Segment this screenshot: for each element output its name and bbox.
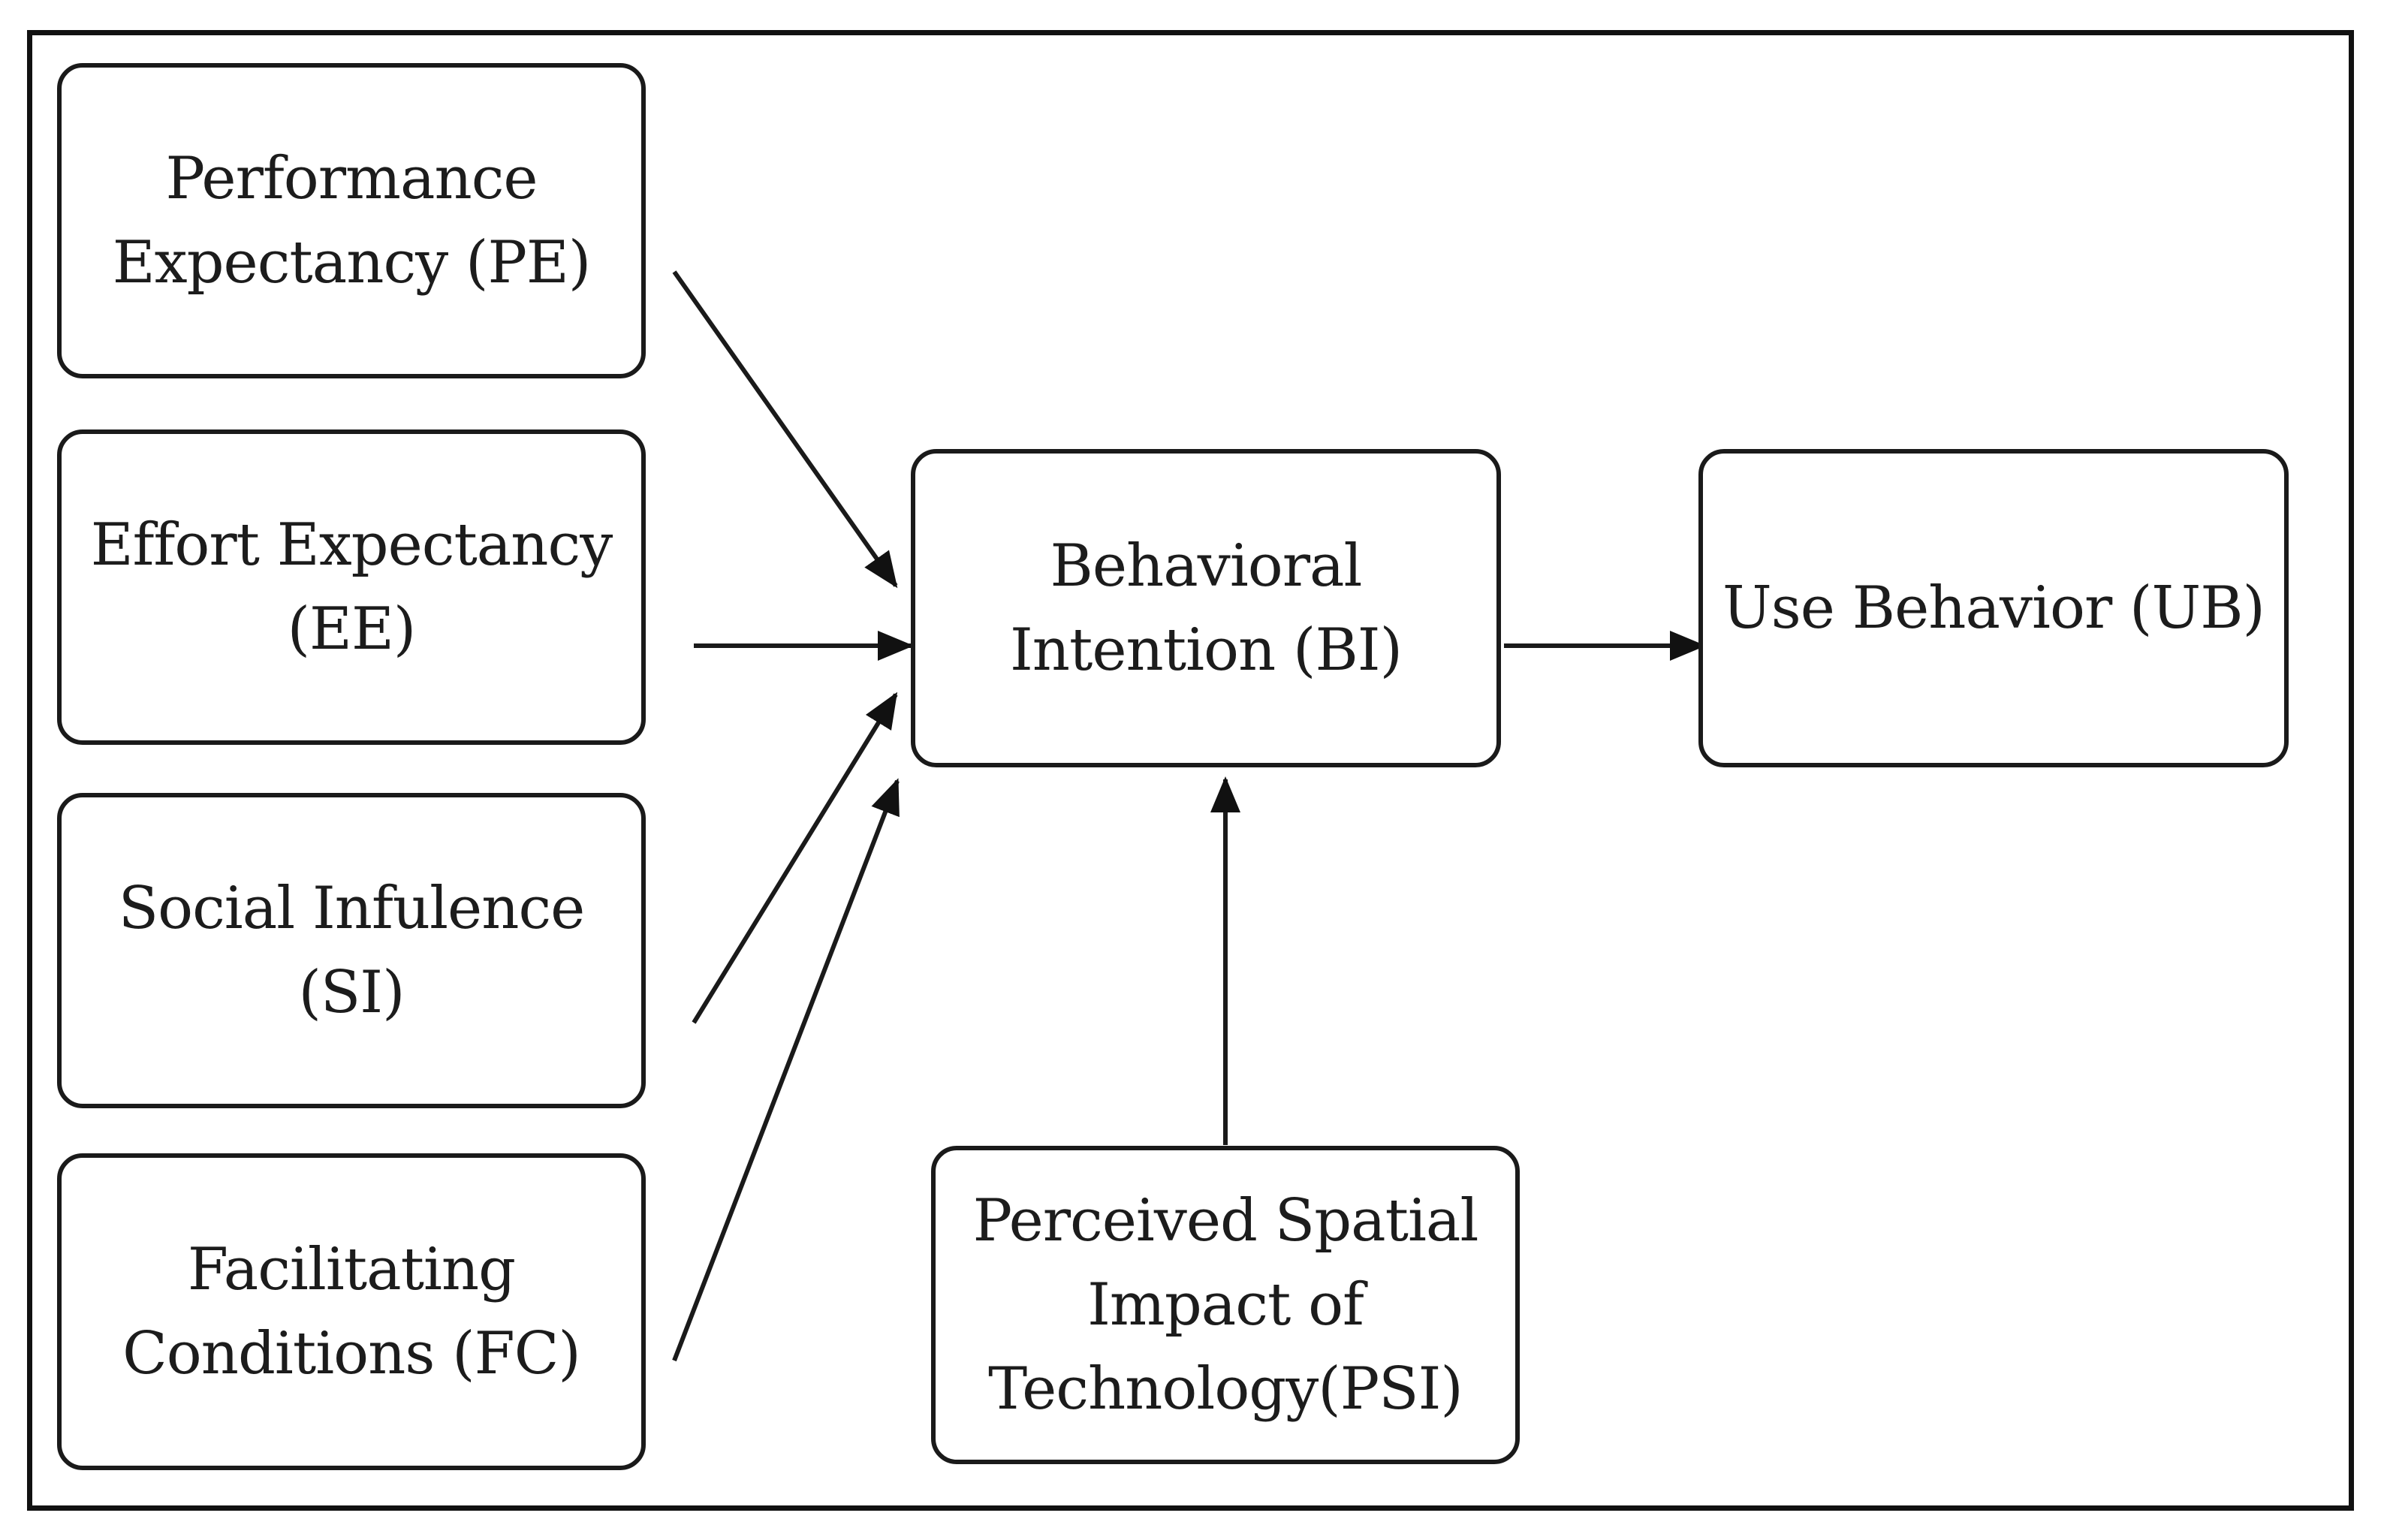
node-facilitating-conditions: Facilitating Conditions (FC) — [57, 1153, 646, 1470]
node-label: Social Infulence (SI) — [118, 875, 586, 1026]
node-label: Behavioral Intention (BI) — [1009, 532, 1403, 684]
node-label: Performance Expectancy (PE) — [112, 145, 592, 297]
node-label: Use Behavior (UB) — [1722, 574, 2265, 642]
node-effort-expectancy: Effort Expectancy (EE) — [57, 429, 646, 745]
node-use-behavior: Use Behavior (UB) — [1698, 449, 2289, 767]
node-social-influence: Social Infulence (SI) — [57, 793, 646, 1108]
node-performance-expectancy: Performance Expectancy (PE) — [57, 63, 646, 378]
node-perceived-spatial-impact: Perceived Spatial Impact of Technology(P… — [931, 1146, 1520, 1464]
node-label: Effort Expectancy (EE) — [90, 511, 613, 663]
node-label: Perceived Spatial Impact of Technology(P… — [972, 1187, 1479, 1423]
node-behavioral-intention: Behavioral Intention (BI) — [911, 449, 1501, 767]
node-label: Facilitating Conditions (FC) — [122, 1236, 581, 1388]
